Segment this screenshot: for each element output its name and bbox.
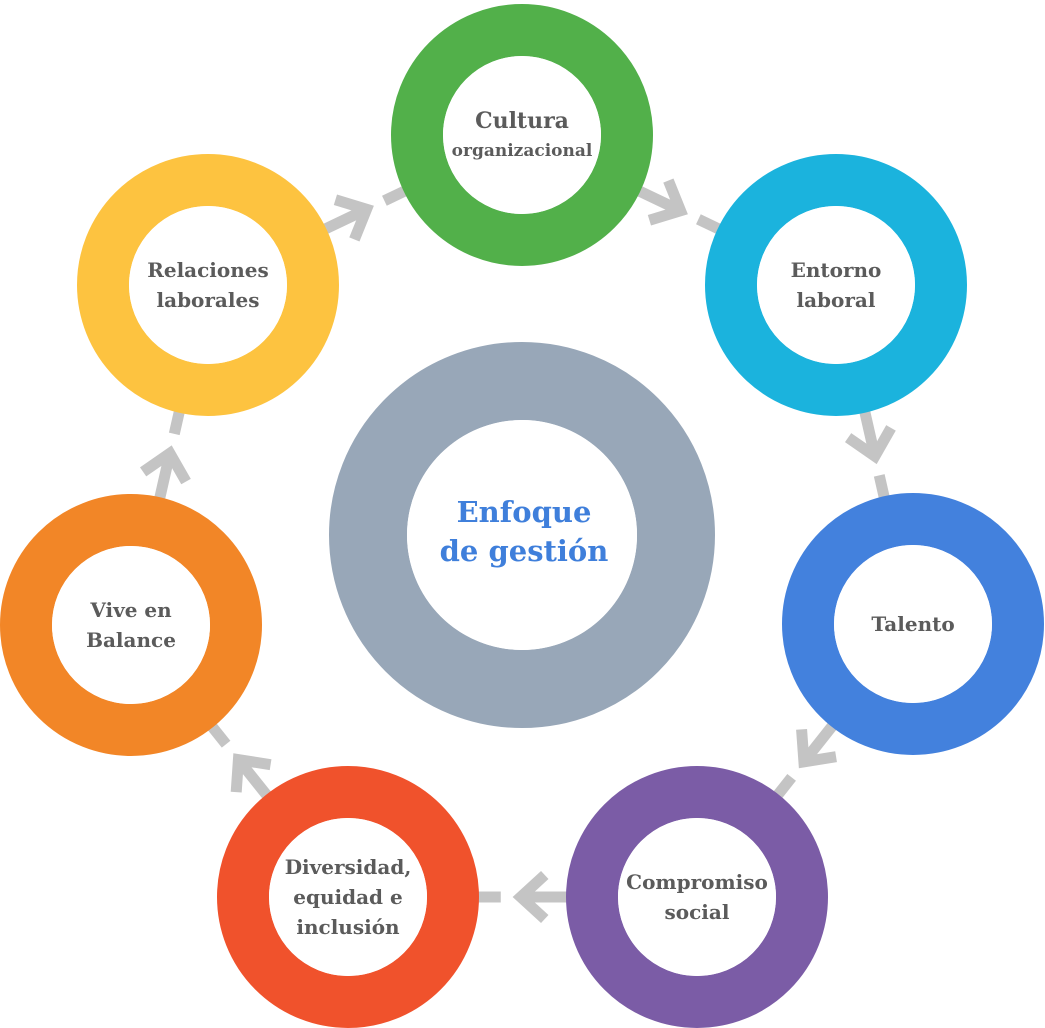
node-inner-disc: [269, 818, 427, 976]
node-inner-disc: [52, 546, 210, 704]
node-label-line: laboral: [797, 288, 876, 312]
node-ring: [566, 766, 828, 1028]
node-inner-disc: [757, 206, 915, 364]
cycle-arrows: [139, 178, 896, 924]
arrow-head: [796, 728, 837, 769]
node-inner-disc: [618, 818, 776, 976]
flow-arrow-diversidad-to-vive: [200, 714, 279, 808]
flow-arrow-talento-to-compromiso: [766, 713, 844, 808]
arrow-head: [333, 194, 374, 242]
node-vive: Vive en Balance: [0, 494, 262, 756]
arrow-head: [139, 445, 191, 485]
center-label-line-2: de gestión: [440, 534, 609, 568]
node-diversidad: Diversidad, equidad e inclusión: [217, 766, 479, 1028]
node-label-line: Cultura: [475, 108, 569, 134]
node-label-line: Relaciones: [147, 258, 269, 282]
node-label-line: inclusión: [296, 915, 400, 939]
node-inner-disc: [129, 206, 287, 364]
node-label-line: Entorno: [791, 258, 882, 282]
node-inner-disc: [443, 56, 601, 214]
node-label-line: social: [665, 900, 730, 924]
flow-arrow-compromiso-to-diversidad: [467, 870, 578, 924]
node-label-line: laborales: [157, 288, 260, 312]
flow-arrow-entorno-to-talento: [844, 399, 896, 510]
node-compromiso: Compromiso social: [566, 766, 828, 1028]
center-label-line-1: Enfoque: [457, 495, 592, 529]
arrow-head: [844, 425, 896, 465]
arrow-head: [230, 753, 272, 793]
node-label-line: Talento: [871, 612, 954, 636]
flow-arrow-vive-to-relaciones: [139, 399, 191, 511]
node-entorno: Entorno laboral: [705, 154, 967, 416]
node-inner-disc: [834, 545, 992, 703]
arrow-head: [647, 178, 688, 226]
node-ring: [391, 4, 653, 266]
node-label-line: Balance: [86, 628, 176, 652]
node-relaciones: Relaciones laborales: [77, 154, 339, 416]
flow-arrow-cultura-to-entorno: [627, 178, 731, 239]
center-ring: [329, 342, 715, 728]
node-label-line: Compromiso: [626, 870, 768, 894]
node-ring: [77, 154, 339, 416]
node-label-line: Diversidad,: [285, 855, 412, 879]
center-node-enfoque-de-gestion: Enfoque de gestión: [329, 342, 715, 728]
node-ring: [782, 493, 1044, 755]
center-inner-disc: [407, 420, 637, 650]
flow-arrow-relaciones-to-cultura: [313, 181, 417, 242]
node-ring: [217, 766, 479, 1028]
arrow-head: [512, 870, 549, 924]
node-label-line: equidad e: [293, 885, 402, 909]
node-label-line: Vive en: [89, 598, 172, 622]
node-talento: Talento: [782, 493, 1044, 755]
node-label-line: organizacional: [452, 141, 593, 161]
node-ring: [705, 154, 967, 416]
node-cultura: Cultura organizacional: [391, 4, 653, 266]
node-ring: [0, 494, 262, 756]
